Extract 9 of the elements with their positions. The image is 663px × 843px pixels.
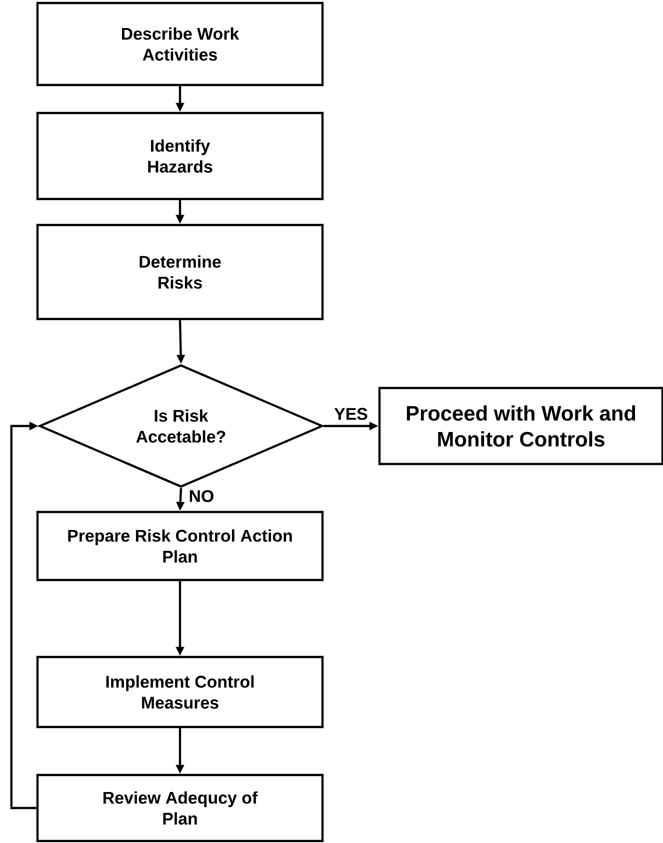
process-box: Identify Hazards (36, 112, 324, 200)
process-box: Proceed with Work and Monitor Controls (378, 386, 663, 466)
process-box: Prepare Risk Control Action Plan (36, 510, 324, 582)
process-box: Review Adequcy of Plan (36, 774, 324, 842)
edge-label: NO (190, 490, 214, 502)
process-box: Determine Risks (36, 224, 324, 320)
edge-label: YES (334, 408, 368, 420)
process-box: Describe Work Activities (36, 2, 324, 86)
process-box: Implement Control Measures (36, 656, 324, 728)
